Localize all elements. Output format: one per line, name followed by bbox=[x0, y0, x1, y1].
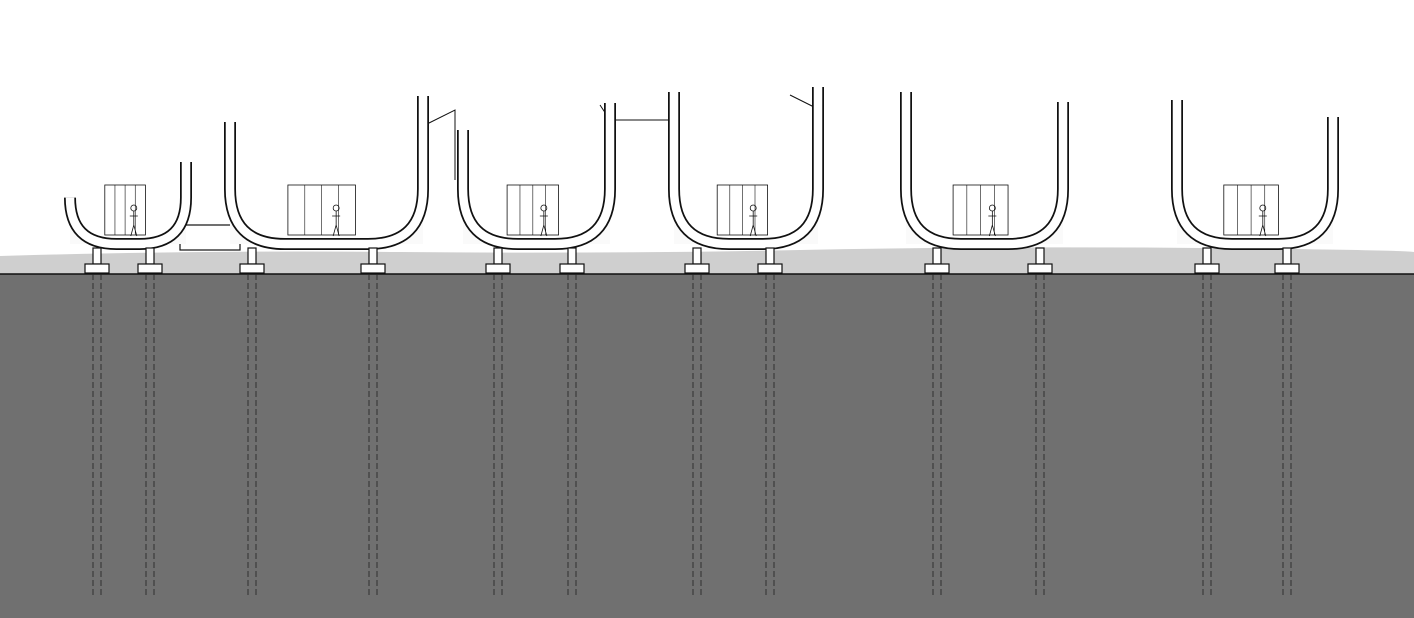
pile-foundation bbox=[684, 247, 710, 596]
unit-wall-outline bbox=[457, 103, 616, 250]
pile-foundation bbox=[924, 247, 950, 596]
pile-column bbox=[92, 247, 102, 265]
pile-footing bbox=[684, 263, 710, 274]
pile-foundation bbox=[239, 247, 265, 596]
vessel-unit bbox=[1171, 100, 1339, 250]
pile-footing bbox=[84, 263, 110, 274]
pile-foundation bbox=[1194, 247, 1220, 596]
unit-wall-outline bbox=[224, 96, 429, 250]
unit-wall-fill bbox=[458, 103, 615, 249]
pile-foundation bbox=[84, 247, 110, 596]
person-figure-body bbox=[332, 211, 341, 237]
pile-column bbox=[1282, 247, 1292, 265]
pile-footing bbox=[485, 263, 511, 274]
person-figure-body bbox=[988, 211, 997, 237]
vessel-unit bbox=[900, 92, 1069, 250]
unit-wall-outline bbox=[1171, 100, 1339, 250]
foundation-piles bbox=[84, 247, 1300, 596]
vessel-units bbox=[64, 87, 1339, 250]
vessel-unit bbox=[64, 162, 192, 250]
pile-footing bbox=[360, 263, 386, 274]
pile-footing bbox=[1274, 263, 1300, 274]
pile-column bbox=[247, 247, 257, 265]
pile-column bbox=[765, 247, 775, 265]
vessel-unit bbox=[668, 87, 824, 250]
person-figure-head bbox=[332, 204, 340, 212]
unit-wall-fill bbox=[225, 96, 428, 249]
pile-footing bbox=[924, 263, 950, 274]
pile-column bbox=[368, 247, 378, 265]
unit-wall-fill bbox=[1172, 100, 1338, 249]
unit-interior bbox=[674, 87, 818, 244]
pile-column bbox=[932, 247, 942, 265]
pile-foundation bbox=[757, 247, 783, 596]
pile-column bbox=[145, 247, 155, 265]
pile-foundation bbox=[360, 247, 386, 596]
unit-wall-fill bbox=[65, 162, 191, 249]
roof-edge-lines bbox=[424, 94, 821, 180]
ground-surface bbox=[0, 247, 1414, 275]
connector-volumes bbox=[179, 94, 821, 251]
pile-column bbox=[493, 247, 503, 265]
pile-footing bbox=[239, 263, 265, 274]
pile-column bbox=[1202, 247, 1212, 265]
pile-footing bbox=[137, 263, 163, 274]
pile-foundation bbox=[485, 247, 511, 596]
unit-wall-outline bbox=[668, 87, 824, 250]
unit-interior bbox=[230, 96, 423, 244]
unit-wall-outline bbox=[64, 162, 192, 250]
pile-foundation bbox=[137, 247, 163, 596]
pile-column bbox=[567, 247, 577, 265]
person-figure-head bbox=[130, 204, 138, 212]
earth-section bbox=[0, 274, 1414, 618]
pile-footing bbox=[559, 263, 585, 274]
pile-foundation bbox=[1274, 247, 1300, 596]
pile-footing bbox=[1194, 263, 1220, 274]
pile-foundation bbox=[559, 247, 585, 596]
vessel-unit bbox=[457, 103, 616, 250]
unit-wall-fill bbox=[669, 87, 823, 249]
unit-wall-outline bbox=[900, 92, 1069, 250]
person-figure-body bbox=[1258, 211, 1267, 237]
ground-layer bbox=[0, 247, 1414, 618]
person-figure-body bbox=[539, 211, 548, 237]
vessel-unit bbox=[224, 96, 429, 250]
pile-column bbox=[1035, 247, 1045, 265]
unit-interior bbox=[1177, 100, 1333, 244]
pile-column bbox=[692, 247, 702, 265]
person-figure-body bbox=[749, 211, 758, 237]
unit-interior bbox=[906, 92, 1063, 244]
person-figure-body bbox=[129, 211, 138, 237]
pile-foundation bbox=[1027, 247, 1053, 596]
pile-footing bbox=[757, 263, 783, 274]
unit-interior bbox=[463, 103, 610, 244]
pile-footing bbox=[1027, 263, 1053, 274]
unit-wall-fill bbox=[901, 92, 1068, 249]
